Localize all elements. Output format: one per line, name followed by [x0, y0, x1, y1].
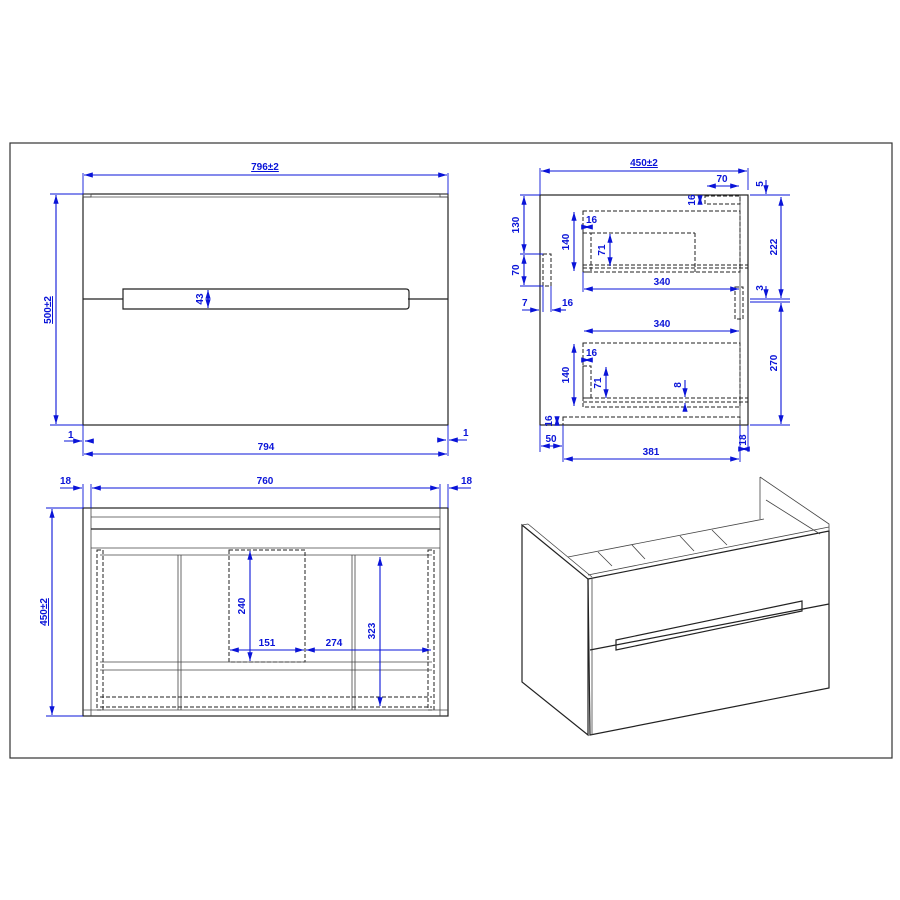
dim-bottom-width: 794	[258, 442, 275, 453]
dim-base-depth: 381	[643, 447, 660, 458]
dim-cutout-height: 240	[237, 597, 248, 614]
dim-front-thickness: 18	[738, 434, 749, 446]
dim-handle-height: 43	[195, 293, 206, 305]
dim-base-offset: 50	[545, 434, 557, 445]
dim-rail-left: 7	[522, 298, 528, 309]
top-view: 18 760 18 450±2 240 151 274 323	[39, 476, 473, 717]
front-view: 796±2 500±2 43 794 1 1	[43, 162, 469, 457]
iso-view	[521, 476, 830, 737]
dim-rail-height: 70	[511, 264, 522, 276]
dim-upper-depth: 340	[654, 277, 671, 288]
dim-upper-drawer-box: 140	[561, 233, 572, 250]
dim-lower-drawer-height: 270	[769, 354, 780, 371]
dim-inner-width: 760	[257, 476, 274, 487]
dim-lower-inner: 71	[593, 377, 604, 389]
dim-lower-depth: 340	[654, 319, 671, 330]
dim-base-panel: 16	[544, 415, 555, 427]
dim-top-drawer-height: 222	[769, 238, 780, 255]
dim-lower-side: 16	[586, 348, 598, 359]
dim-front-gap: 3	[755, 285, 766, 291]
dim-right-side: 18	[461, 476, 473, 487]
dim-side-depth: 450±2	[630, 158, 658, 169]
dim-right-span: 274	[326, 638, 343, 649]
dim-upper-offset: 130	[511, 216, 522, 233]
dim-drawer-depth: 323	[367, 622, 378, 639]
dim-bottom-gap: 8	[673, 382, 684, 388]
dim-front-height: 500±2	[43, 296, 54, 324]
side-view: 450±2 70 5 16 222 3 130 70 140 16	[511, 158, 790, 462]
dim-rail-right: 16	[562, 298, 574, 309]
dim-front-width: 796±2	[251, 162, 279, 173]
dim-left-offset: 1	[68, 430, 74, 441]
dim-cutout-width: 151	[259, 638, 276, 649]
dim-upper-side: 16	[586, 215, 598, 226]
dim-left-side: 18	[60, 476, 72, 487]
dim-rear-block: 70	[716, 174, 728, 185]
dim-top-gap: 5	[755, 181, 766, 187]
dim-right-offset: 1	[463, 428, 469, 439]
dim-top-depth: 450±2	[39, 598, 50, 626]
dim-lower-drawer-box: 140	[561, 366, 572, 383]
dim-top-panel: 16	[687, 194, 698, 206]
drawing-frame	[9, 142, 893, 759]
dim-upper-inner: 71	[597, 244, 608, 256]
